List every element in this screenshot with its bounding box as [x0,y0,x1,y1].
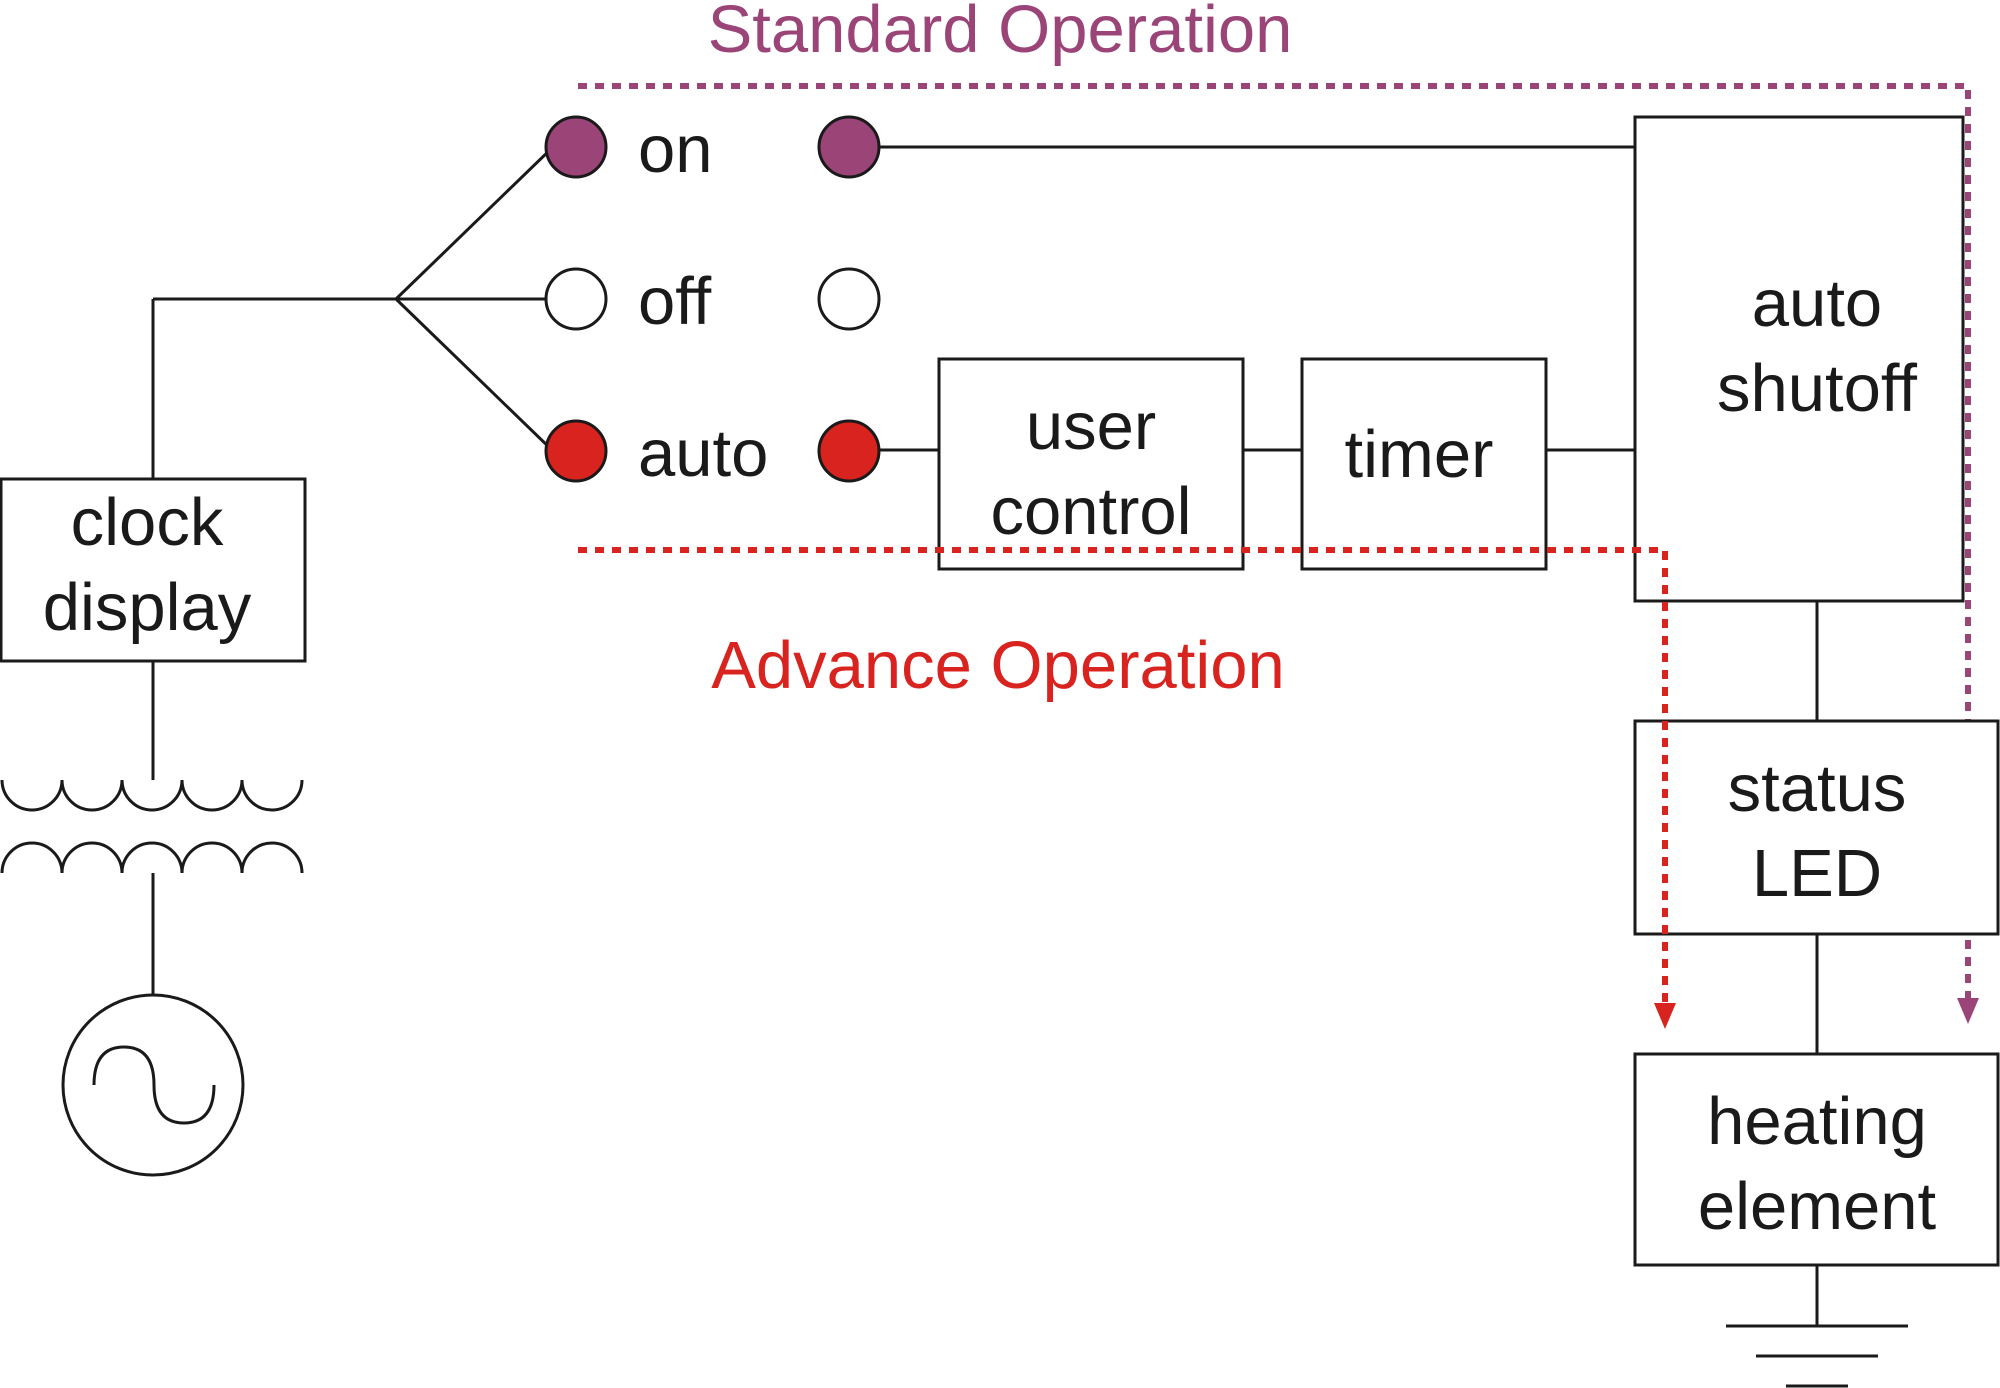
standard-operation-path [578,83,1971,1000]
user-control-line-2: control [990,474,1191,549]
transformer-icon [0,779,304,874]
status-led-line-2: LED [1752,836,1882,911]
switch-on-label: on [638,112,713,187]
status-led-line-1: status [1728,751,1907,826]
advance-operation-path [578,547,1668,1005]
auto-terminal-left [544,419,608,483]
auto-terminal-right [817,419,881,483]
off-terminal-right [817,267,881,331]
heating-element-line-2: element [1698,1169,1937,1244]
switch-auto-label: auto [638,416,768,491]
clock-display-line-1: clock [71,485,224,560]
on-terminal-left [544,115,608,179]
timer-block: timer [1300,357,1548,571]
user-control-block: user control [937,357,1245,571]
auto-shutoff-line-1: auto [1752,266,1882,341]
standard-operation-label: Standard Operation [708,0,1293,67]
clock-display-block: clock display [0,477,307,663]
heating-element-line-1: heating [1707,1084,1927,1159]
status-led-block: status LED [1633,719,2000,936]
ac-source-icon [61,993,245,1177]
ground-icon [1726,1324,1908,1388]
off-terminal-left [544,267,608,331]
advance-operation-label: Advance Operation [711,628,1285,703]
switch-off-label: off [638,264,712,339]
advance-operation-arrowhead [1654,1003,1676,1029]
timer-label: timer [1345,417,1494,492]
auto-shutoff-block: auto shutoff [1633,115,1965,603]
user-control-line-1: user [1026,389,1156,464]
heating-element-block: heating element [1633,1052,2000,1267]
selector-switch: on off auto [544,112,881,491]
clock-display-line-2: display [43,570,252,645]
wires [151,145,1819,1326]
auto-shutoff-line-2: shutoff [1717,351,1917,426]
on-terminal-right [817,115,881,179]
standard-operation-arrowhead [1957,998,1979,1024]
